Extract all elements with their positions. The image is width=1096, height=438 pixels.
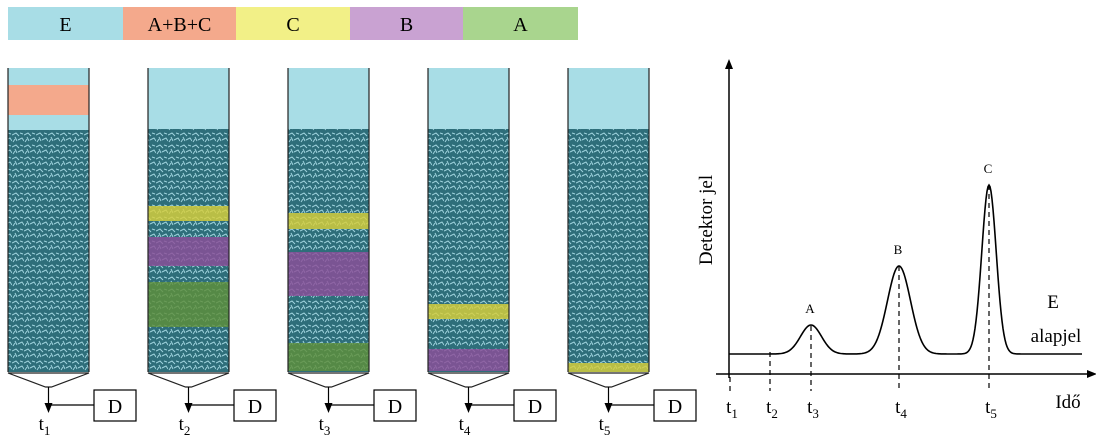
column-time-label-subscript: 3 xyxy=(324,423,331,438)
column-packing xyxy=(428,129,509,372)
detector-box xyxy=(93,389,137,422)
x-axis-time-label-letter: t xyxy=(895,397,901,418)
column-outlet-funnel xyxy=(567,372,650,388)
legend-swatch-2 xyxy=(123,7,236,40)
legend-label-4: B xyxy=(400,14,413,36)
peak-label-B: B xyxy=(894,242,903,257)
detector-box xyxy=(233,389,277,422)
column-time-label-letter: t xyxy=(179,414,185,435)
x-axis-time-label-subscript: 3 xyxy=(812,406,819,421)
detector-label: D xyxy=(248,396,262,418)
peak-label-A: A xyxy=(805,301,815,316)
x-axis-time-label-letter: t xyxy=(726,397,732,418)
legend-label-5: A xyxy=(513,14,528,36)
legend-label-1: E xyxy=(59,14,71,36)
column-3: Dt3 xyxy=(287,68,417,438)
x-axis-time-label-letter: t xyxy=(807,397,813,418)
column-packing xyxy=(288,129,369,372)
x-axis-time-label-letter: t xyxy=(985,397,991,418)
column-time-label-subscript: 5 xyxy=(604,423,611,438)
legend-swatch-1 xyxy=(8,7,123,40)
column-outlet-funnel xyxy=(7,372,90,388)
legend-swatch-3 xyxy=(236,7,350,40)
detector-label: D xyxy=(668,396,682,418)
x-axis-time-label: t5 xyxy=(985,397,997,421)
x-axis-time-label: t2 xyxy=(766,397,778,421)
band-c xyxy=(568,363,649,372)
column-time-label-letter: t xyxy=(599,414,605,435)
column-time-label: t4 xyxy=(459,414,471,438)
column-time-label: t1 xyxy=(39,414,51,438)
detector-label: D xyxy=(528,396,542,418)
x-axis-time-label-subscript: 2 xyxy=(771,406,778,421)
band-b xyxy=(288,252,369,296)
band-c xyxy=(428,304,509,319)
column-eluent xyxy=(148,68,229,129)
column-4: Dt4 xyxy=(427,68,557,438)
column-packing xyxy=(8,130,89,372)
column-eluent xyxy=(428,68,509,129)
band-mixture xyxy=(8,85,89,115)
column-time-label: t5 xyxy=(599,414,611,438)
legend-label-3: C xyxy=(286,14,299,36)
column-outlet-funnel xyxy=(147,372,230,388)
column-time-label-letter: t xyxy=(459,414,465,435)
column-time-label-letter: t xyxy=(319,414,325,435)
column-5: Dt5 xyxy=(567,68,697,438)
column-time-label-subscript: 4 xyxy=(464,423,471,438)
x-axis-time-label: t3 xyxy=(807,397,819,421)
band-b xyxy=(148,237,229,266)
baseline-label-e: E xyxy=(1047,292,1059,313)
detector-box xyxy=(513,389,557,422)
legend-swatch-5 xyxy=(463,7,578,40)
x-axis-time-label-letter: t xyxy=(766,397,772,418)
legend-bar: E A+B+C C B A xyxy=(8,7,578,40)
column-outlet-funnel xyxy=(287,372,370,388)
column-time-label-letter: t xyxy=(39,414,45,435)
band-c xyxy=(148,206,229,221)
x-axis-time-label-subscript: 4 xyxy=(900,406,907,421)
band-c xyxy=(288,213,369,229)
detector-signal-line xyxy=(729,183,1082,355)
legend-label-2: A+B+C xyxy=(148,14,212,36)
column-time-label-subscript: 1 xyxy=(44,423,51,438)
x-axis-label: Idő xyxy=(1055,392,1080,413)
column-2: Dt2 xyxy=(147,68,277,438)
column-eluent xyxy=(288,68,369,129)
detector-label: D xyxy=(388,396,402,418)
band-a xyxy=(288,343,369,371)
column-outlet-funnel xyxy=(427,372,510,388)
band-b xyxy=(428,349,509,371)
column-time-label-subscript: 2 xyxy=(184,423,191,438)
column-time-label: t3 xyxy=(319,414,331,438)
y-axis-label: Detektor jel xyxy=(696,175,717,265)
x-axis-time-label-subscript: 5 xyxy=(990,406,997,421)
column-time-label: t2 xyxy=(179,414,191,438)
band-a xyxy=(148,282,229,327)
legend-swatch-4 xyxy=(350,7,463,40)
detector-label: D xyxy=(108,396,122,418)
column-1: Dt1 xyxy=(7,68,137,438)
x-axis-time-label: t1 xyxy=(726,397,738,421)
column-eluent xyxy=(568,68,649,129)
detector-box xyxy=(373,389,417,422)
detector-box xyxy=(653,389,697,422)
baseline-label-alapjel: alapjel xyxy=(1031,326,1082,347)
x-axis-time-label-subscript: 1 xyxy=(731,406,738,421)
peak-label-C: C xyxy=(984,161,993,176)
column-packing xyxy=(568,129,649,372)
x-axis-time-label: t4 xyxy=(895,397,907,421)
